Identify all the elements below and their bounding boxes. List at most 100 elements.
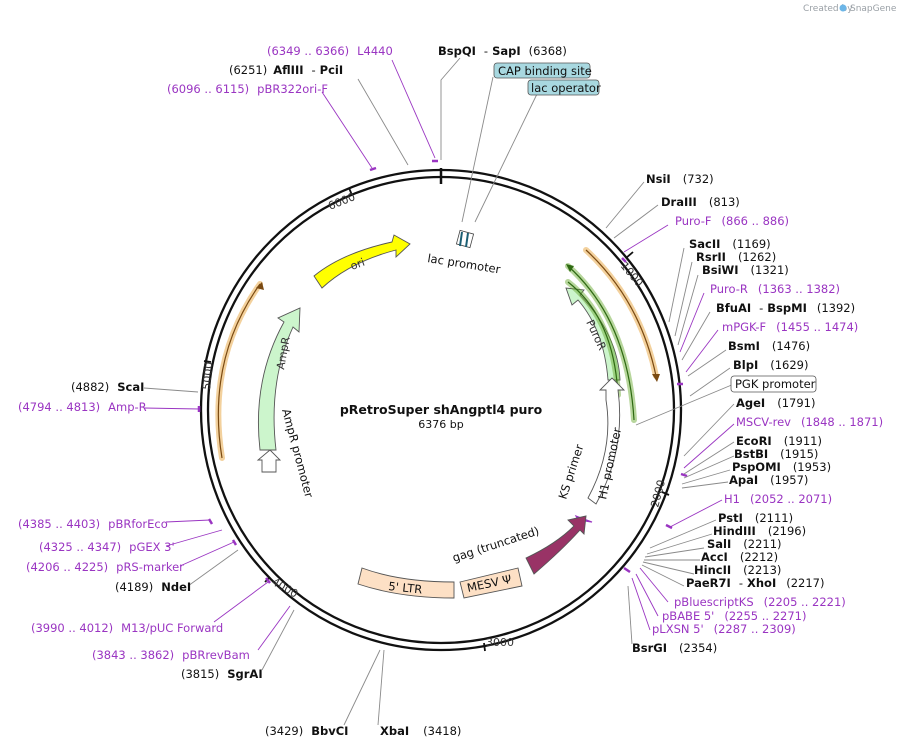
leader-puror [679,292,705,353]
label-agei: AgeI(1791) [736,396,815,410]
label-mpgkf: mPGK-F(1455 .. 1474) [722,320,858,334]
leader-pbks [639,567,669,603]
label-pspomi: PspOMI(1953) [732,460,831,474]
label-psti: PstI(2111) [718,511,793,525]
label-draiii: DraIII(813) [661,195,740,209]
lac-promoter-mark [455,229,475,249]
label-blpi: BlpI(1629) [733,358,808,372]
label-pbks: pBluescriptKS(2205 .. 2221) [674,595,846,609]
label-bspqi: BspQI-SapI(6368) [438,44,567,58]
label-paer7i: PaeR7I-XhoI(2217) [686,576,824,590]
label-scai: (4882)ScaI [71,380,144,394]
label-apai: ApaI(1957) [729,473,808,487]
leader-blpi [689,367,731,397]
features: ori lac promoter CAP binding site lac op… [215,62,660,599]
leader-bsiwi [677,274,699,346]
ampr-promoter-label: AmpR promoter [279,407,316,499]
cap-box [493,62,591,79]
label-hincii: HincII(2213) [694,563,781,577]
puror-arrow [565,287,621,381]
ori-label: ori [349,256,367,273]
tick-label-6000: 6000 [326,190,357,213]
leader-afliii [357,78,409,166]
orf-right-head [652,374,660,382]
label-ampr: (4794 .. 4813)Amp-R [18,400,147,414]
leader-bsrgi [627,585,633,645]
leader-lines [143,57,735,726]
ampr-arrow [257,307,301,451]
label-acci: AccI(2212) [701,550,778,564]
leader-xbai [377,649,385,726]
label-pgex: (4325 .. 4347)pGEX 3' [39,540,175,554]
primer-mark-pbks [623,566,631,574]
label-pbr322: (6096 .. 6115)pBR322ori-F [167,82,328,96]
backbone: 1000 2000 3000 4000 5000 6000 [199,168,683,652]
label-sacii: SacII(1169) [689,237,771,251]
leader-scai [143,387,199,393]
credit-prefix: Created by [803,4,853,14]
label-bstbi: BstBI(1915) [734,447,818,461]
label-rsrii: RsrII(1262) [696,250,776,264]
orf-right-line [585,249,657,377]
label-m13: (3990 .. 4012)M13/pUC Forward [31,621,223,635]
leader-paer7i [641,564,685,587]
leader-pgex [165,529,223,547]
label-hindiii: HindIII(2196) [713,524,806,538]
leader-l4440 [391,59,436,159]
leader-nsii [605,181,645,229]
leader-bsmi [687,349,727,377]
label-h1: H1(2052 .. 2071) [724,492,832,506]
ltr-box [357,567,455,599]
leader-sacii [668,247,685,323]
leader-plxsn [631,577,651,631]
leader-pbrrevbam [257,605,291,651]
primer-mark-m13 [265,577,271,584]
label-pbrrevbam: (3843 .. 3862)pBRrevBam [92,648,250,662]
label-sali: SalI(2211) [707,537,782,551]
leader-bfuai [681,311,711,361]
tick-label-4000: 4000 [270,575,301,600]
leader-bbvci [343,649,381,726]
orf-green2-line [567,281,619,396]
cap-label: CAP binding site [498,64,592,78]
primer-mark-mscv [680,472,688,478]
label-purof: Puro-F(866 .. 886) [675,214,789,228]
primer-mark-pbr322 [369,166,377,172]
mesv-box [459,567,523,599]
tick-2000 [661,491,670,496]
label-afliii: (6251)AflIII-PciI [229,63,343,77]
label-mscvrev: MSCV-rev(1848 .. 1871) [736,415,883,429]
snapgene-credit: Created by SnapGene [803,4,897,14]
leader-hincii [642,561,695,575]
label-pbabe: pBABE 5'(2255 .. 2271) [662,609,807,623]
tick-1000 [625,251,634,259]
leader-agei [683,403,735,457]
leader-pbabe [635,573,659,617]
tick-6000 [348,187,353,196]
cap-site-mark [459,231,463,247]
orf-green1-head [566,264,574,272]
ampr-label: AmpR [274,336,293,371]
gag-arrow [525,515,587,575]
label-bsmi: BsmI(1476) [728,339,810,353]
label-ecori: EcoRI(1911) [736,434,822,448]
pgk-label: PGK promoter [735,377,816,391]
leader-apai [681,481,729,489]
leader-cap [461,76,494,223]
leader-bstbi [683,455,735,479]
label-nsii: NsiI(732) [646,172,714,186]
primer-mark-purof [621,257,627,263]
leader-mscv [683,423,735,469]
label-plxsn: pLXSN 5'(2287 .. 2309) [652,622,796,636]
plasmid-size: 6376 bp [418,418,463,431]
orf-left-line [217,283,261,459]
lac-promoter-label: lac promoter [427,251,502,276]
label-l4440: (6349 .. 6366)L4440 [267,44,393,58]
leader-h1 [669,499,723,528]
leader-ampr [143,407,200,410]
label-bbvci: (3429)BbvCI [265,724,348,738]
credit-brand: SnapGene [850,4,897,14]
plasmid-title: pRetroSuper shAngptl4 puro [340,402,543,417]
label-pbrforeco: (4385 .. 4403)pBRforEco [18,517,168,531]
